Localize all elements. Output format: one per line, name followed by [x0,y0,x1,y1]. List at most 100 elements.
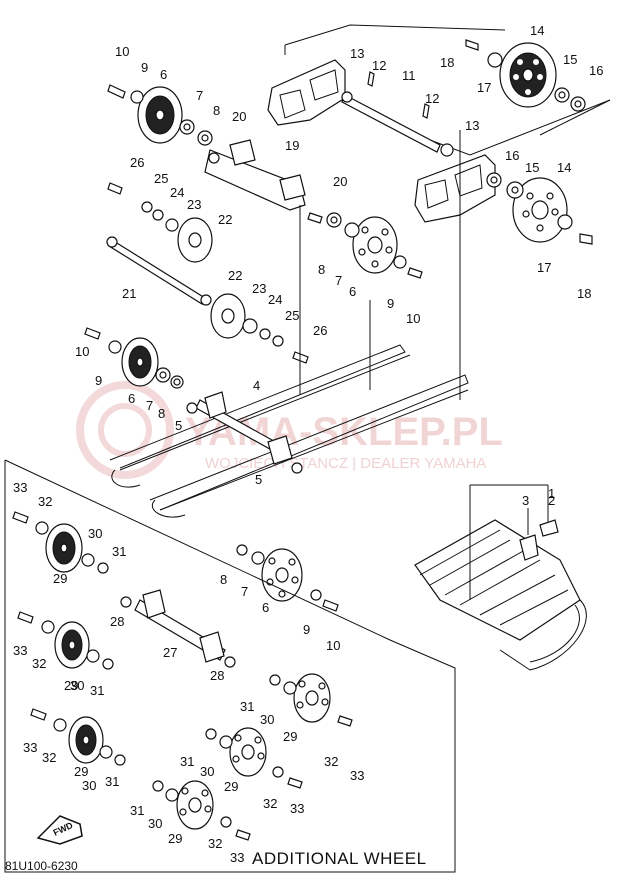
callout-25: 25 [285,308,299,323]
callout-32: 32 [38,494,52,509]
callout-13: 13 [465,118,479,133]
diagram-code: 81U100-6230 [5,859,78,873]
callout-29: 29 [74,764,88,779]
callout-24: 24 [170,185,184,200]
callout-33: 33 [13,480,27,495]
callout-9: 9 [303,622,310,637]
callout-30: 30 [70,678,84,693]
callout-1: 1 [548,486,555,501]
wheel-22-right [210,293,309,364]
callout-29: 29 [224,779,238,794]
callout-23: 23 [252,281,266,296]
bracket-right [414,154,496,223]
callout-21: 21 [122,286,136,301]
callout-29: 29 [53,571,67,586]
callout-25: 25 [154,171,168,186]
callout-9: 9 [387,296,394,311]
callout-12: 12 [372,58,386,73]
callout-17: 17 [477,80,491,95]
wheel-6-middle [307,212,423,279]
arm-19 [204,139,306,211]
callout-30: 30 [88,526,102,541]
bracket-left [267,59,346,126]
watermark-sub: WOJCIECH STANCZ | DEALER YAMAHA [205,455,486,472]
box-wheel-29-e [205,727,303,789]
callout-32: 32 [324,754,338,769]
callout-18: 18 [440,55,454,70]
callout-31: 31 [112,544,126,559]
shaft-21 [106,236,212,306]
callout-6: 6 [128,391,135,406]
box-title: ADDITIONAL WHEEL [252,849,427,868]
callout-5: 5 [255,472,262,487]
callout-11: 11 [402,68,416,83]
callout-29: 29 [64,678,78,693]
callout-26: 26 [313,323,327,338]
arm-27 [120,589,236,668]
callout-19: 19 [285,138,299,153]
callout-2: 2 [548,493,555,508]
callout-32: 32 [42,750,56,765]
callout-22: 22 [228,268,242,283]
callout-4: 4 [253,378,260,393]
callout-16: 16 [505,148,519,163]
wheel-14-top [465,39,586,112]
wheel-22-left [107,182,213,263]
callout-30: 30 [82,778,96,793]
callout-17: 17 [537,260,551,275]
callout-26: 26 [130,155,144,170]
callout-8: 8 [220,572,227,587]
callout-29: 29 [168,831,182,846]
wheel-6-lower [236,544,339,612]
callout-15: 15 [525,160,539,175]
callout-14: 14 [557,160,571,175]
callout-7: 7 [146,398,153,413]
callout-32: 32 [263,796,277,811]
slide-rails [109,344,469,518]
box-wheel-29-d [269,673,353,727]
callout-3: 3 [522,493,529,508]
additional-wheel-box [4,459,456,873]
callout-10: 10 [406,311,420,326]
callout-33: 33 [13,643,27,658]
callout-9: 9 [95,373,102,388]
shaft-11 [341,71,454,157]
callout-27: 27 [163,645,177,660]
callout-33: 33 [290,801,304,816]
wheel-14-right [486,172,593,245]
callout-32: 32 [32,656,46,671]
callout-30: 30 [200,764,214,779]
callout-7: 7 [241,584,248,599]
callout-8: 8 [158,406,165,421]
box-wheel-29-b [17,611,114,670]
wheel-6-left-mid [84,327,184,389]
callout-31: 31 [105,774,119,789]
callout-33: 33 [350,768,364,783]
callout-31: 31 [130,803,144,818]
callout-6: 6 [262,600,269,615]
callout-23: 23 [187,197,201,212]
fwd-arrow-icon: FWD [36,815,83,845]
watermark-main: YAMA-SKLEP.PL [185,410,503,454]
callout-15: 15 [563,52,577,67]
callout-20: 20 [232,109,246,124]
callout-labels: 1 2 3 4 5 5 6 6 6 6 7 7 7 7 8 8 8 8 9 9 … [13,23,603,865]
callout-8: 8 [213,103,220,118]
track [414,484,587,671]
callout-6: 6 [160,67,167,82]
callout-33: 33 [23,740,37,755]
callout-14: 14 [530,23,544,38]
callout-16: 16 [589,63,603,78]
callout-33: 33 [230,850,244,865]
callout-24: 24 [268,292,282,307]
callout-30: 30 [260,712,274,727]
wheel-6-topleft [107,84,213,146]
callout-31: 31 [240,699,254,714]
callout-20: 20 [333,174,347,189]
callout-7: 7 [196,88,203,103]
callout-6: 6 [349,284,356,299]
callout-10: 10 [326,638,340,653]
callout-28: 28 [210,668,224,683]
leader-lines [299,130,461,400]
